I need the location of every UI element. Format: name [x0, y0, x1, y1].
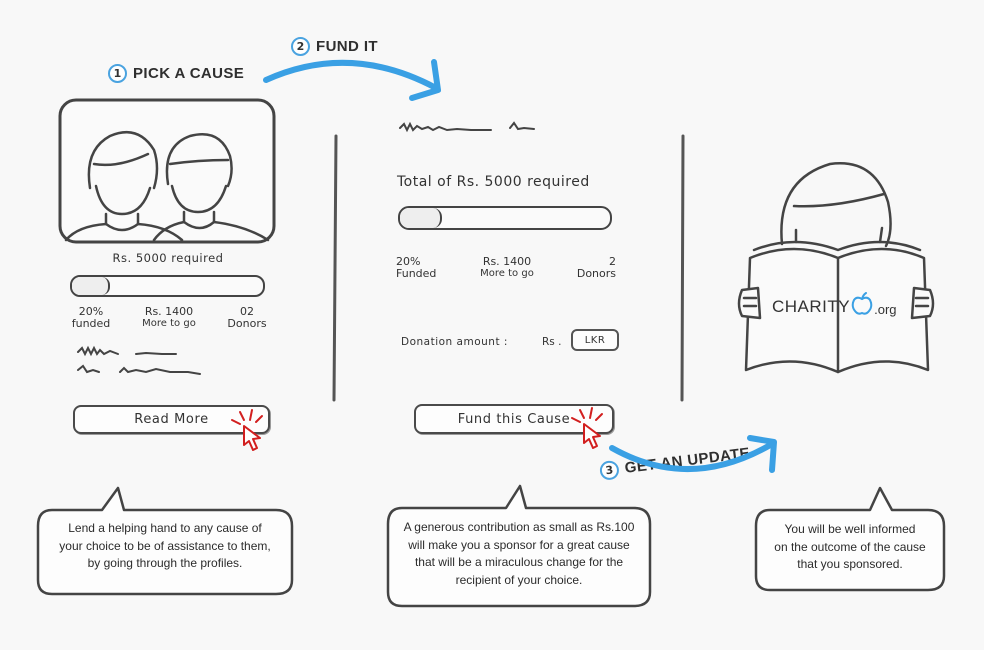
- stat-value: 20%: [78, 305, 104, 318]
- person-head-icon: [780, 162, 892, 248]
- bubble-line: will make you a sponsor for a great caus…: [408, 537, 630, 552]
- charity-domain-text: .org: [874, 302, 897, 317]
- bubble-line: your choice to be of assistance to them,: [59, 538, 271, 553]
- stat-value: 2: [609, 255, 616, 268]
- stat-label: Funded: [396, 267, 437, 280]
- step-title: PICK A CAUSE: [133, 65, 245, 82]
- read-more-button[interactable]: Read More: [73, 405, 270, 434]
- stat-donors: 2 Donors: [562, 256, 622, 280]
- currency-prefix: Rs .: [542, 336, 562, 348]
- fund-stats: 20% Funded Rs. 1400 More to go 2 Donors: [392, 256, 622, 280]
- bubble-text-update: You will be well informed on the outcome…: [758, 521, 942, 574]
- bubble-line: You will be well informed: [784, 522, 916, 536]
- cursor-click-icon: [571, 407, 603, 449]
- bubble-line: by going through the profiles.: [87, 556, 243, 570]
- bubble-line: recipient of your choice.: [455, 572, 583, 587]
- step-number-badge: 1: [108, 64, 127, 83]
- cause-progress-bar: [70, 275, 265, 297]
- stat-funded: 20% funded: [60, 306, 122, 330]
- bubble-line: that will be a miraculous change for the: [414, 555, 624, 569]
- speech-bubble-3: [754, 486, 946, 592]
- stat-label: More to go: [142, 318, 196, 329]
- person-icon: [152, 133, 270, 242]
- arrow-icon: [263, 59, 441, 101]
- stat-value: Rs. 1400: [482, 255, 532, 268]
- cursor-click-icon: [231, 409, 263, 451]
- bubble-line: Lend a helping hand to any cause of: [68, 521, 262, 535]
- stat-more-to-go: Rs. 1400 More to go: [467, 256, 547, 280]
- step-pick-a-cause: 1 PICK A CAUSE: [108, 64, 244, 83]
- stat-donors: 02 Donors: [216, 306, 278, 330]
- reading-person-illustration: [737, 162, 935, 374]
- stat-more-to-go: Rs. 1400 More to go: [129, 306, 209, 330]
- stat-value: 02: [240, 305, 254, 318]
- bubble-line: that you sponsored.: [797, 557, 903, 571]
- stat-value: 20%: [396, 255, 421, 268]
- step-number-badge: 2: [291, 37, 310, 56]
- cause-stats: 20% funded Rs. 1400 More to go 02 Donors: [60, 306, 278, 330]
- person-icon: [64, 131, 184, 242]
- cause-required-amount: Rs. 5000 required: [112, 251, 224, 265]
- bubble-text-fund: A generous contribution as small as Rs.1…: [390, 519, 648, 589]
- apple-icon: [851, 292, 873, 315]
- progress-fill: [400, 208, 442, 228]
- stat-label: funded: [71, 317, 111, 330]
- speech-bubble-1: [36, 486, 294, 596]
- fund-total-required: Total of Rs. 5000 required: [397, 174, 590, 190]
- title-scribble: [399, 121, 535, 133]
- description-scribble: [77, 345, 201, 375]
- fund-progress-bar: [398, 206, 612, 230]
- speech-bubble-2: [386, 484, 652, 608]
- donation-amount-label: Donation amount :: [401, 336, 508, 348]
- stat-funded: 20% Funded: [392, 256, 452, 280]
- progress-fill: [72, 277, 111, 295]
- donation-amount-input[interactable]: LKR: [571, 329, 619, 351]
- stat-label: Donors: [576, 267, 616, 280]
- profile-photo: [58, 98, 276, 244]
- stat-label: More to go: [480, 268, 534, 279]
- step-fund-it: 2 FUND IT: [291, 37, 378, 56]
- charity-logo: CHARITY .org: [772, 292, 897, 317]
- fund-this-cause-button[interactable]: Fund this Cause: [414, 404, 614, 434]
- stat-value: Rs. 1400: [144, 305, 194, 318]
- bubble-line: on the outcome of the cause: [774, 539, 926, 554]
- arrow-icon: [609, 435, 777, 473]
- charity-brand-text: CHARITY: [772, 297, 851, 316]
- stat-label: Donors: [227, 317, 267, 330]
- bubble-line: A generous contribution as small as Rs.1…: [403, 520, 635, 534]
- bubble-text-pick: Lend a helping hand to any cause of your…: [40, 520, 290, 573]
- step-title: FUND IT: [316, 38, 378, 55]
